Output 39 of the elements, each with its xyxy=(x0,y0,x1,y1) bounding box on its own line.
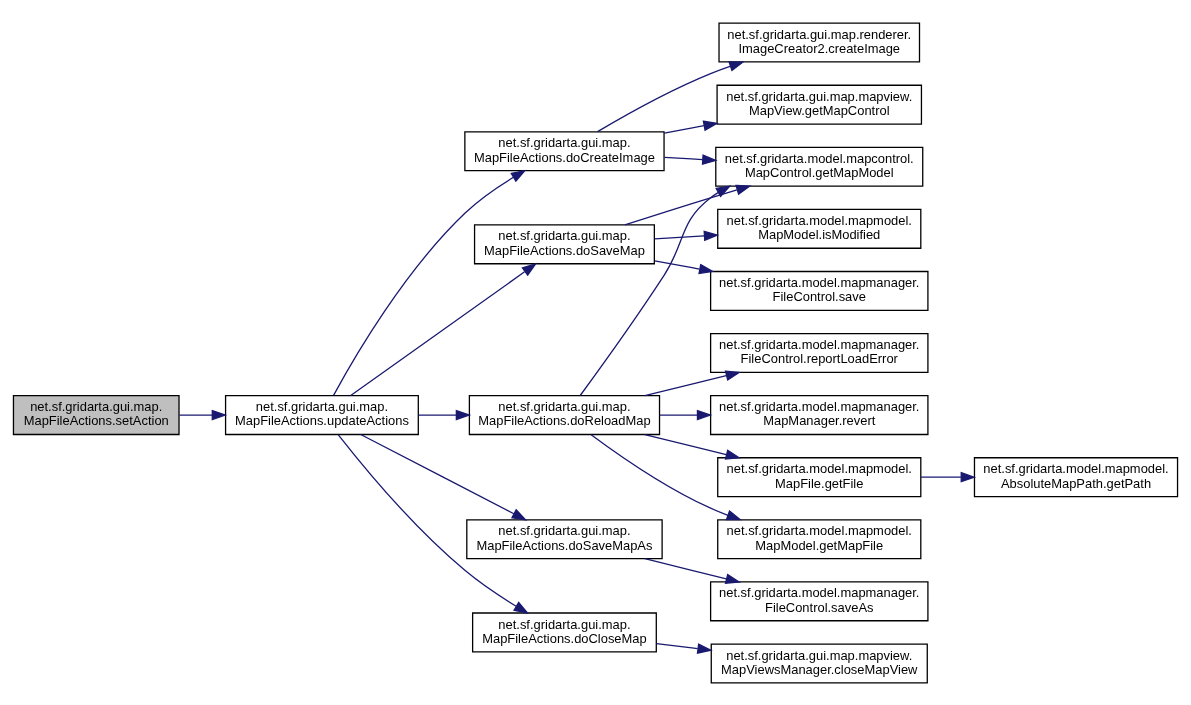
node-box: net.sf.gridarta.gui.map. MapFileActions.doCreateImage xyxy=(464,130,665,171)
node-box: net.sf.gridarta.gui.map. MapFileActions.doSaveMap xyxy=(473,223,655,264)
arrow xyxy=(644,369,742,396)
node-box: net.sf.gridarta.model.mapcontrol. MapControl.getMapModel xyxy=(715,146,924,187)
arrow xyxy=(663,153,718,165)
node-box: net.sf.gridarta.gui.map. MapFileActions.updateActions xyxy=(224,394,419,435)
node-box: net.sf.gridarta.model.mapmodel. MapModel.getMapFile xyxy=(717,518,922,559)
arrow xyxy=(337,433,530,614)
node-box: net.sf.gridarta.gui.map.mapview. MapView.getMapControl xyxy=(716,84,923,125)
node-box: net.sf.gridarta.model.mapmanager. MapManager.revert xyxy=(709,394,929,435)
node-box: net.sf.gridarta.gui.map. MapFileActions.doReloadMap xyxy=(468,394,661,435)
node-box: net.sf.gridarta.model.mapmodel. MapModel.isModified xyxy=(717,208,922,249)
node-box: net.sf.gridarta.gui.map. MapFileActions.doCloseMap xyxy=(471,611,657,652)
node-box: net.sf.gridarta.model.mapmanager. FileControl.save xyxy=(709,270,929,311)
arrow xyxy=(654,259,715,274)
arrow xyxy=(178,409,228,420)
node-box: net.sf.gridarta.gui.map. MapFileActions.setAction xyxy=(12,394,180,435)
node-box: net.sf.gridarta.model.mapmodel. AbsoluteMapPath.getPath xyxy=(973,456,1179,497)
node-box: net.sf.gridarta.gui.map.renderer. ImageCreator2.createImage xyxy=(718,22,921,63)
arrow xyxy=(590,433,742,520)
arrow xyxy=(659,409,713,420)
arrow xyxy=(596,60,745,132)
arrow xyxy=(624,184,752,226)
arrow xyxy=(920,471,977,483)
arrow xyxy=(655,642,713,654)
arrow xyxy=(654,229,720,241)
arrow xyxy=(579,184,732,396)
arrow xyxy=(360,433,528,521)
arrow xyxy=(332,169,527,396)
node-box: net.sf.gridarta.model.mapmodel. MapFile.getFile xyxy=(717,456,922,497)
node-box: net.sf.gridarta.gui.map.mapview. MapViewsManager.closeMapView xyxy=(710,642,928,683)
arrow xyxy=(644,557,742,584)
arrow xyxy=(644,433,742,460)
node-box: net.sf.gridarta.model.mapmanager. FileControl.saveAs xyxy=(709,580,929,621)
node-box: net.sf.gridarta.gui.map. MapFileActions.doSaveMapAs xyxy=(466,518,663,559)
arrow xyxy=(350,262,538,396)
node-box: net.sf.gridarta.model.mapmanager. FileControl.reportLoadError xyxy=(709,332,929,373)
arrow xyxy=(663,119,719,134)
arrow xyxy=(417,409,472,420)
